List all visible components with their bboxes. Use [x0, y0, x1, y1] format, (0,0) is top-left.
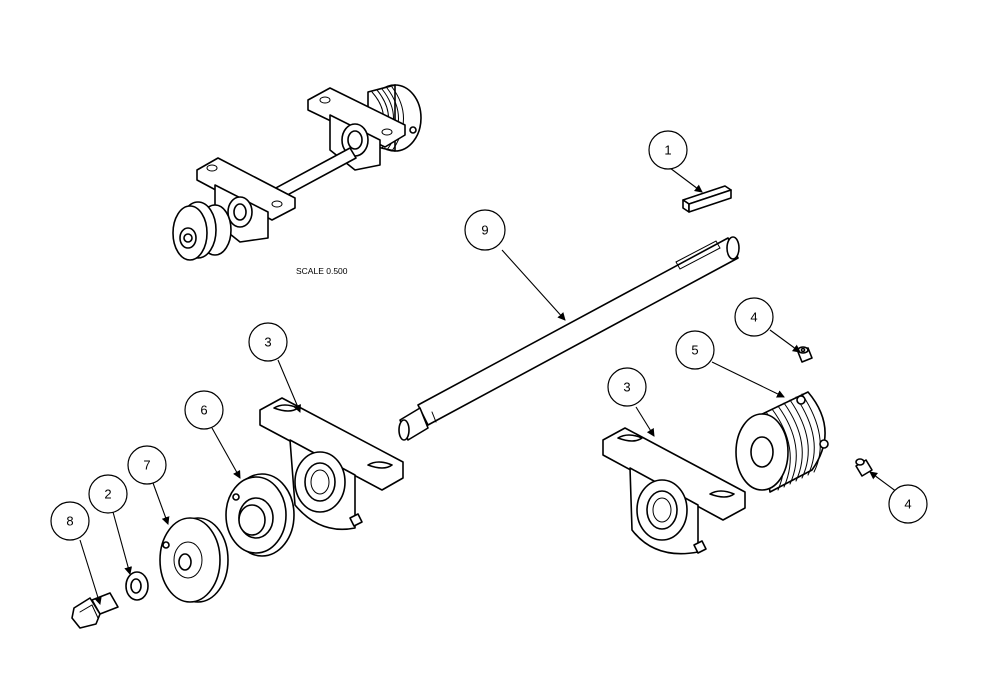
balloon-1: 1: [648, 130, 688, 170]
balloon-5: 5: [675, 330, 715, 370]
balloon-3-left-label: 3: [264, 335, 271, 350]
balloon-3-right: 3: [607, 367, 647, 407]
balloon-4-lower: 4: [888, 484, 928, 524]
balloon-6: 6: [184, 390, 224, 430]
part-bearing-block-right: [602, 427, 746, 555]
balloon-4-upper: 4: [734, 297, 774, 337]
part-bearing-block-left: [259, 397, 404, 531]
part-pulley-disc: [159, 517, 229, 603]
balloon-5-label: 5: [691, 343, 698, 358]
balloon-3-right-label: 3: [623, 380, 630, 395]
part-key: [682, 185, 732, 213]
part-washer: [125, 571, 149, 601]
balloon-9: 9: [464, 209, 506, 251]
balloon-2-label: 2: [104, 487, 111, 502]
balloon-3-left: 3: [248, 322, 288, 362]
part-set-screw-lower: [855, 458, 873, 477]
part-grooved-pulley: [735, 391, 829, 493]
balloon-1-label: 1: [664, 143, 671, 158]
part-set-screw-upper: [797, 346, 813, 363]
balloon-7-label: 7: [143, 458, 150, 473]
balloon-7: 7: [127, 445, 167, 485]
part-shaft: [398, 236, 740, 441]
balloon-8: 8: [50, 501, 90, 541]
balloon-8-label: 8: [66, 514, 73, 529]
balloon-2: 2: [88, 474, 128, 514]
balloon-6-label: 6: [200, 403, 207, 418]
part-hex-bolt: [71, 592, 119, 629]
balloon-4-upper-label: 4: [750, 310, 757, 325]
balloon-9-label: 9: [481, 223, 488, 238]
part-flanged-hub: [225, 473, 295, 557]
assembled-view: [172, 84, 422, 261]
assembled-bearing-block-front: [196, 157, 296, 243]
assembled-front-pulley: [172, 201, 232, 261]
scale-note: SCALE 0.500: [296, 266, 348, 276]
leader-lines: [79, 167, 898, 605]
balloon-4-lower-label: 4: [904, 497, 911, 512]
